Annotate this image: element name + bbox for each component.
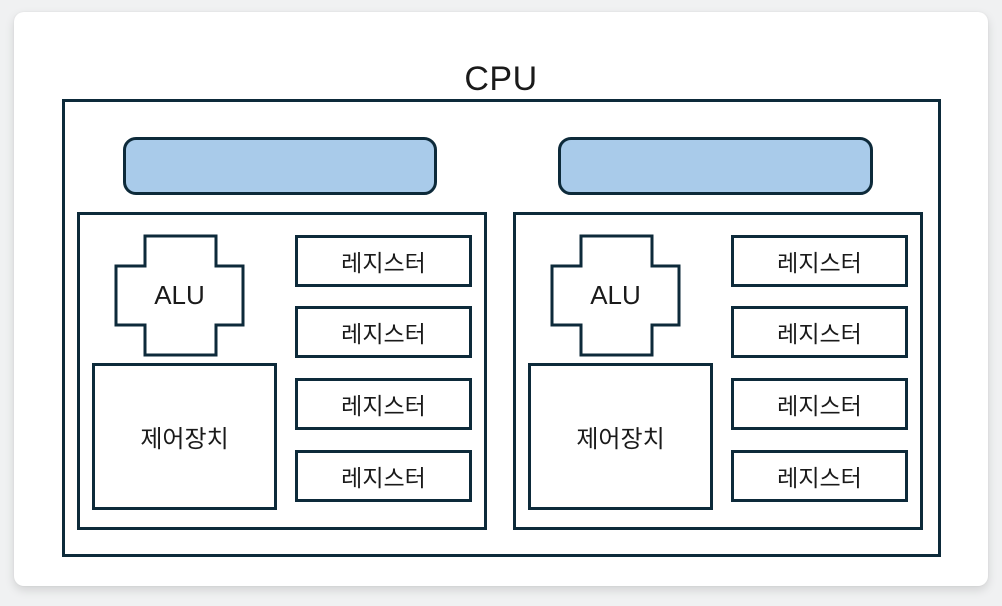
register-box: 레지스터 <box>731 378 908 430</box>
control-unit-label: 제어장치 <box>576 426 665 453</box>
core-2-alu: ALU <box>550 234 681 357</box>
register-label: 레지스터 <box>341 321 426 347</box>
register-box: 레지스터 <box>295 235 472 287</box>
register-box: 레지스터 <box>295 378 472 430</box>
alu-label: ALU <box>154 280 205 310</box>
register-label: 레지스터 <box>777 321 862 347</box>
core-2-control-unit: 제어장치 <box>528 363 713 510</box>
alu-cross-shape <box>550 234 681 357</box>
core-2-blue-bar <box>558 137 873 195</box>
register-box: 레지스터 <box>731 306 908 358</box>
register-label: 레지스터 <box>777 250 862 276</box>
core-1-alu: ALU <box>114 234 245 357</box>
register-label: 레지스터 <box>341 250 426 276</box>
core-1-box: ALU 제어장치 레지스터 레지스터 레지스터 레지스터 <box>77 212 487 530</box>
alu-label: ALU <box>590 280 641 310</box>
register-label: 레지스터 <box>341 465 426 491</box>
register-box: 레지스터 <box>731 235 908 287</box>
register-label: 레지스터 <box>777 465 862 491</box>
alu-cross-shape <box>114 234 245 357</box>
register-label: 레지스터 <box>777 393 862 419</box>
register-box: 레지스터 <box>295 306 472 358</box>
core-2-box: ALU 제어장치 레지스터 레지스터 레지스터 레지스터 <box>513 212 923 530</box>
register-box: 레지스터 <box>731 450 908 502</box>
register-label: 레지스터 <box>341 393 426 419</box>
control-unit-label: 제어장치 <box>140 426 229 453</box>
core-1-control-unit: 제어장치 <box>92 363 277 510</box>
core-1-blue-bar <box>123 137 437 195</box>
diagram-card: CPU ALU 제어장치 레지스터 레지스터 <box>14 12 988 586</box>
cpu-title: CPU <box>464 60 538 98</box>
cpu-outer-box: ALU 제어장치 레지스터 레지스터 레지스터 레지스터 <box>62 99 941 557</box>
register-box: 레지스터 <box>295 450 472 502</box>
